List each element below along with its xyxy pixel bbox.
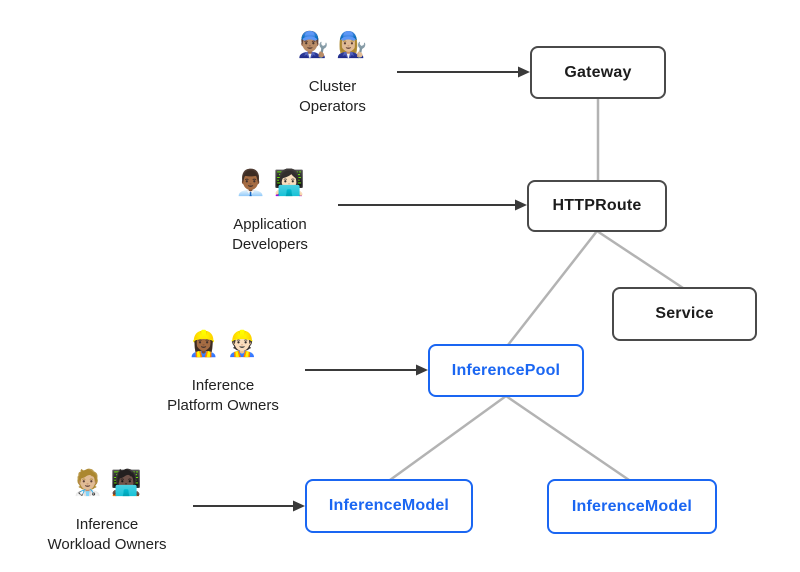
edge-httproute-service (596, 229, 684, 290)
actor-label-inference-workload-owners: Inference Workload Owners (47, 516, 167, 553)
workload-owners-emoji-icon: 🧑🏼‍⚕️ 🧑🏿‍💻 (72, 469, 142, 497)
mechanics-emoji-icon: 👨🏽‍🔧 👩🏼‍🔧 (297, 31, 368, 59)
actor-inference-workload-owners: 🧑🏼‍⚕️ 🧑🏿‍💻 Inference Workload Owners (24, 468, 190, 555)
node-service: Service (612, 287, 757, 341)
node-httproute: HTTPRoute (527, 180, 667, 232)
actor-cluster-operators: 👨🏽‍🔧 👩🏼‍🔧 Cluster Operators (260, 30, 405, 117)
edge-inferencepool-inferencemodel-2 (505, 394, 630, 482)
node-inferencemodel-2: InferenceModel (547, 479, 717, 534)
actor-label-cluster-operators: Cluster Operators (299, 78, 366, 115)
developers-emoji-icon: 👨🏾‍💼 👩🏻‍💻 (235, 169, 305, 197)
actor-label-inference-platform-owners: Inference Platform Owners (167, 377, 279, 414)
construction-workers-emoji-icon: 👷🏾‍♀️ 👷🏻 (188, 330, 258, 358)
node-inferencepool-label: InferencePool (451, 361, 561, 379)
node-inferencemodel-1-label: InferenceModel (328, 497, 450, 514)
actor-application-developers: 👨🏾‍💼 👩🏻‍💻 Application Developers (195, 168, 345, 255)
actor-label-application-developers: Application Developers (232, 216, 308, 253)
node-inferencemodel-2-label: InferenceModel (571, 497, 693, 515)
node-inferencepool: InferencePool (428, 344, 584, 397)
node-gateway-label: Gateway (564, 63, 632, 81)
node-service-label: Service (655, 305, 714, 322)
actor-inference-platform-owners: 👷🏾‍♀️ 👷🏻 Inference Platform Owners (140, 329, 306, 416)
edge-httproute-inferencepool (507, 230, 598, 346)
node-httproute-label: HTTPRoute (552, 197, 642, 214)
edge-inferencepool-inferencemodel-1 (389, 394, 507, 482)
node-gateway: Gateway (530, 46, 666, 99)
node-inferencemodel-1: InferenceModel (305, 479, 473, 533)
